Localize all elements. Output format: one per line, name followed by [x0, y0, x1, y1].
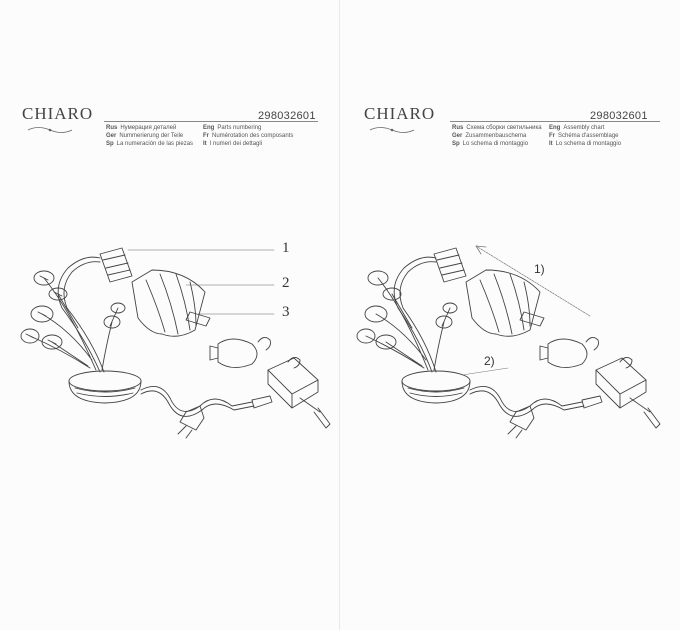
lamp-stem: [57, 256, 101, 373]
lamp-stem: [393, 256, 437, 373]
header-rule: [450, 121, 660, 122]
screw: [585, 337, 599, 351]
lamp-assembly-drawing: [356, 245, 661, 439]
step-2-label: 2): [484, 354, 495, 368]
logo-ornament: [369, 127, 415, 133]
power-cable: [469, 385, 583, 412]
callout-1: 1: [282, 240, 290, 256]
step-1-arrow: [475, 245, 591, 317]
plug: [179, 405, 205, 431]
glass-shade: [465, 269, 541, 337]
lamp-base: [68, 370, 142, 392]
candle-bulb: [547, 338, 588, 368]
screw: [257, 337, 271, 351]
mounting-box: [267, 357, 319, 395]
lamp-parts-drawing: [20, 247, 331, 439]
header-rule: [104, 121, 318, 122]
logo-ornament: [27, 127, 73, 133]
glass-shade: [131, 269, 206, 337]
step-2-leader: [461, 367, 509, 376]
article-code: 298032601: [258, 110, 316, 122]
socket-holder: [99, 247, 133, 283]
lamp-base-side: [68, 380, 142, 404]
leaf-decoration: [20, 270, 126, 371]
mounting-box: [595, 357, 647, 395]
socket-holder: [433, 247, 467, 283]
brand-logo: CHIARO: [22, 104, 94, 123]
fixing-ring: [185, 311, 211, 327]
page-fold: [339, 0, 340, 630]
power-cable: [140, 385, 253, 412]
switch: [251, 395, 273, 409]
switch: [581, 395, 603, 409]
article-code: 298032601: [590, 110, 648, 122]
step-1-label: 1): [534, 262, 545, 276]
callout-3: 3: [282, 304, 290, 320]
plug: [509, 405, 535, 431]
brand-logo: CHIARO: [364, 104, 436, 123]
leaf-decoration: [356, 270, 458, 371]
callout-2: 2: [282, 275, 290, 291]
fixing-ring: [519, 311, 545, 327]
candle-bulb: [217, 338, 258, 368]
lamp-base: [401, 370, 471, 392]
